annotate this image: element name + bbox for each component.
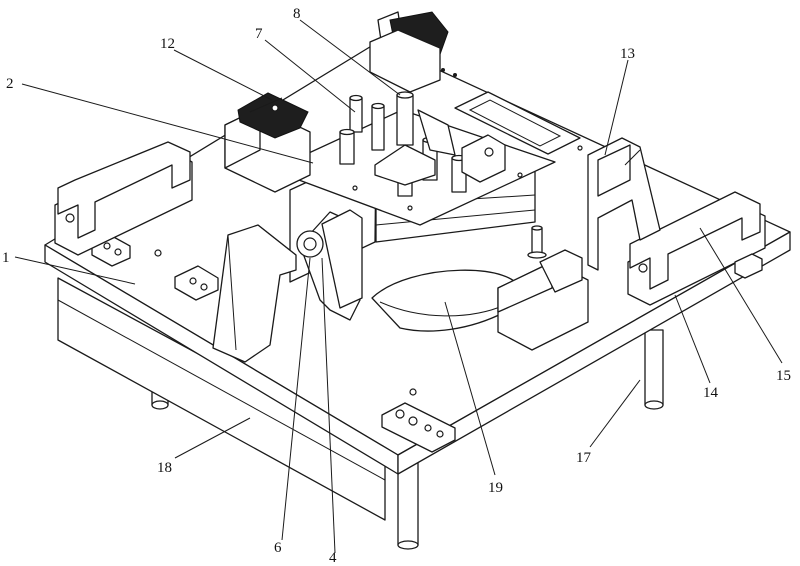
plate-mark [441,68,445,72]
plate-hole [578,146,582,150]
label-2: 2 [6,76,14,92]
plate-hole [410,389,416,395]
label-14: 14 [703,385,719,401]
label-6: 6 [274,540,282,556]
label-19: 19 [488,480,503,496]
label-15: 15 [776,368,791,384]
right-leg-foot [645,401,663,409]
label-13: 13 [620,46,635,62]
plate-hole [155,250,161,256]
label-4: 4 [329,550,337,566]
leader-17 [590,380,640,447]
label-8: 8 [293,6,301,22]
leader-14 [675,295,710,383]
label-18: 18 [157,460,172,476]
left-leg-foot [152,401,168,409]
plate-mark [453,73,457,77]
label-1: 1 [2,250,10,266]
front-leg-foot [398,541,418,549]
leader-12 [174,50,272,100]
right-leg [645,330,663,405]
label-12: 12 [160,36,175,52]
label-7: 7 [255,26,263,42]
pin [532,228,542,254]
label-17: 17 [576,450,592,466]
